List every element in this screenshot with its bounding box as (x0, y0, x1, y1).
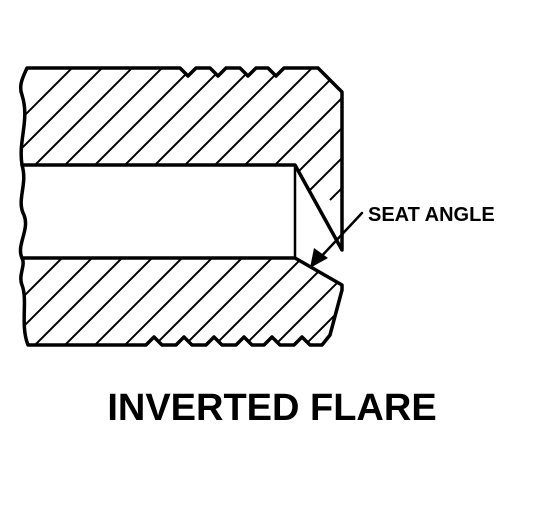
lower-wall-outline (19, 256, 344, 347)
bore-break-line (18, 163, 28, 260)
upper-wall-hatching (20, 68, 343, 201)
seat-angle-label: SEAT ANGLE (368, 204, 495, 226)
seat-angle-leader (316, 211, 364, 262)
diagram-caption: INVERTED FLARE (107, 387, 436, 429)
seat-angle-arrowhead (310, 248, 328, 268)
lower-wall-hatching (20, 258, 342, 345)
upper-wall-outline (18, 66, 344, 252)
